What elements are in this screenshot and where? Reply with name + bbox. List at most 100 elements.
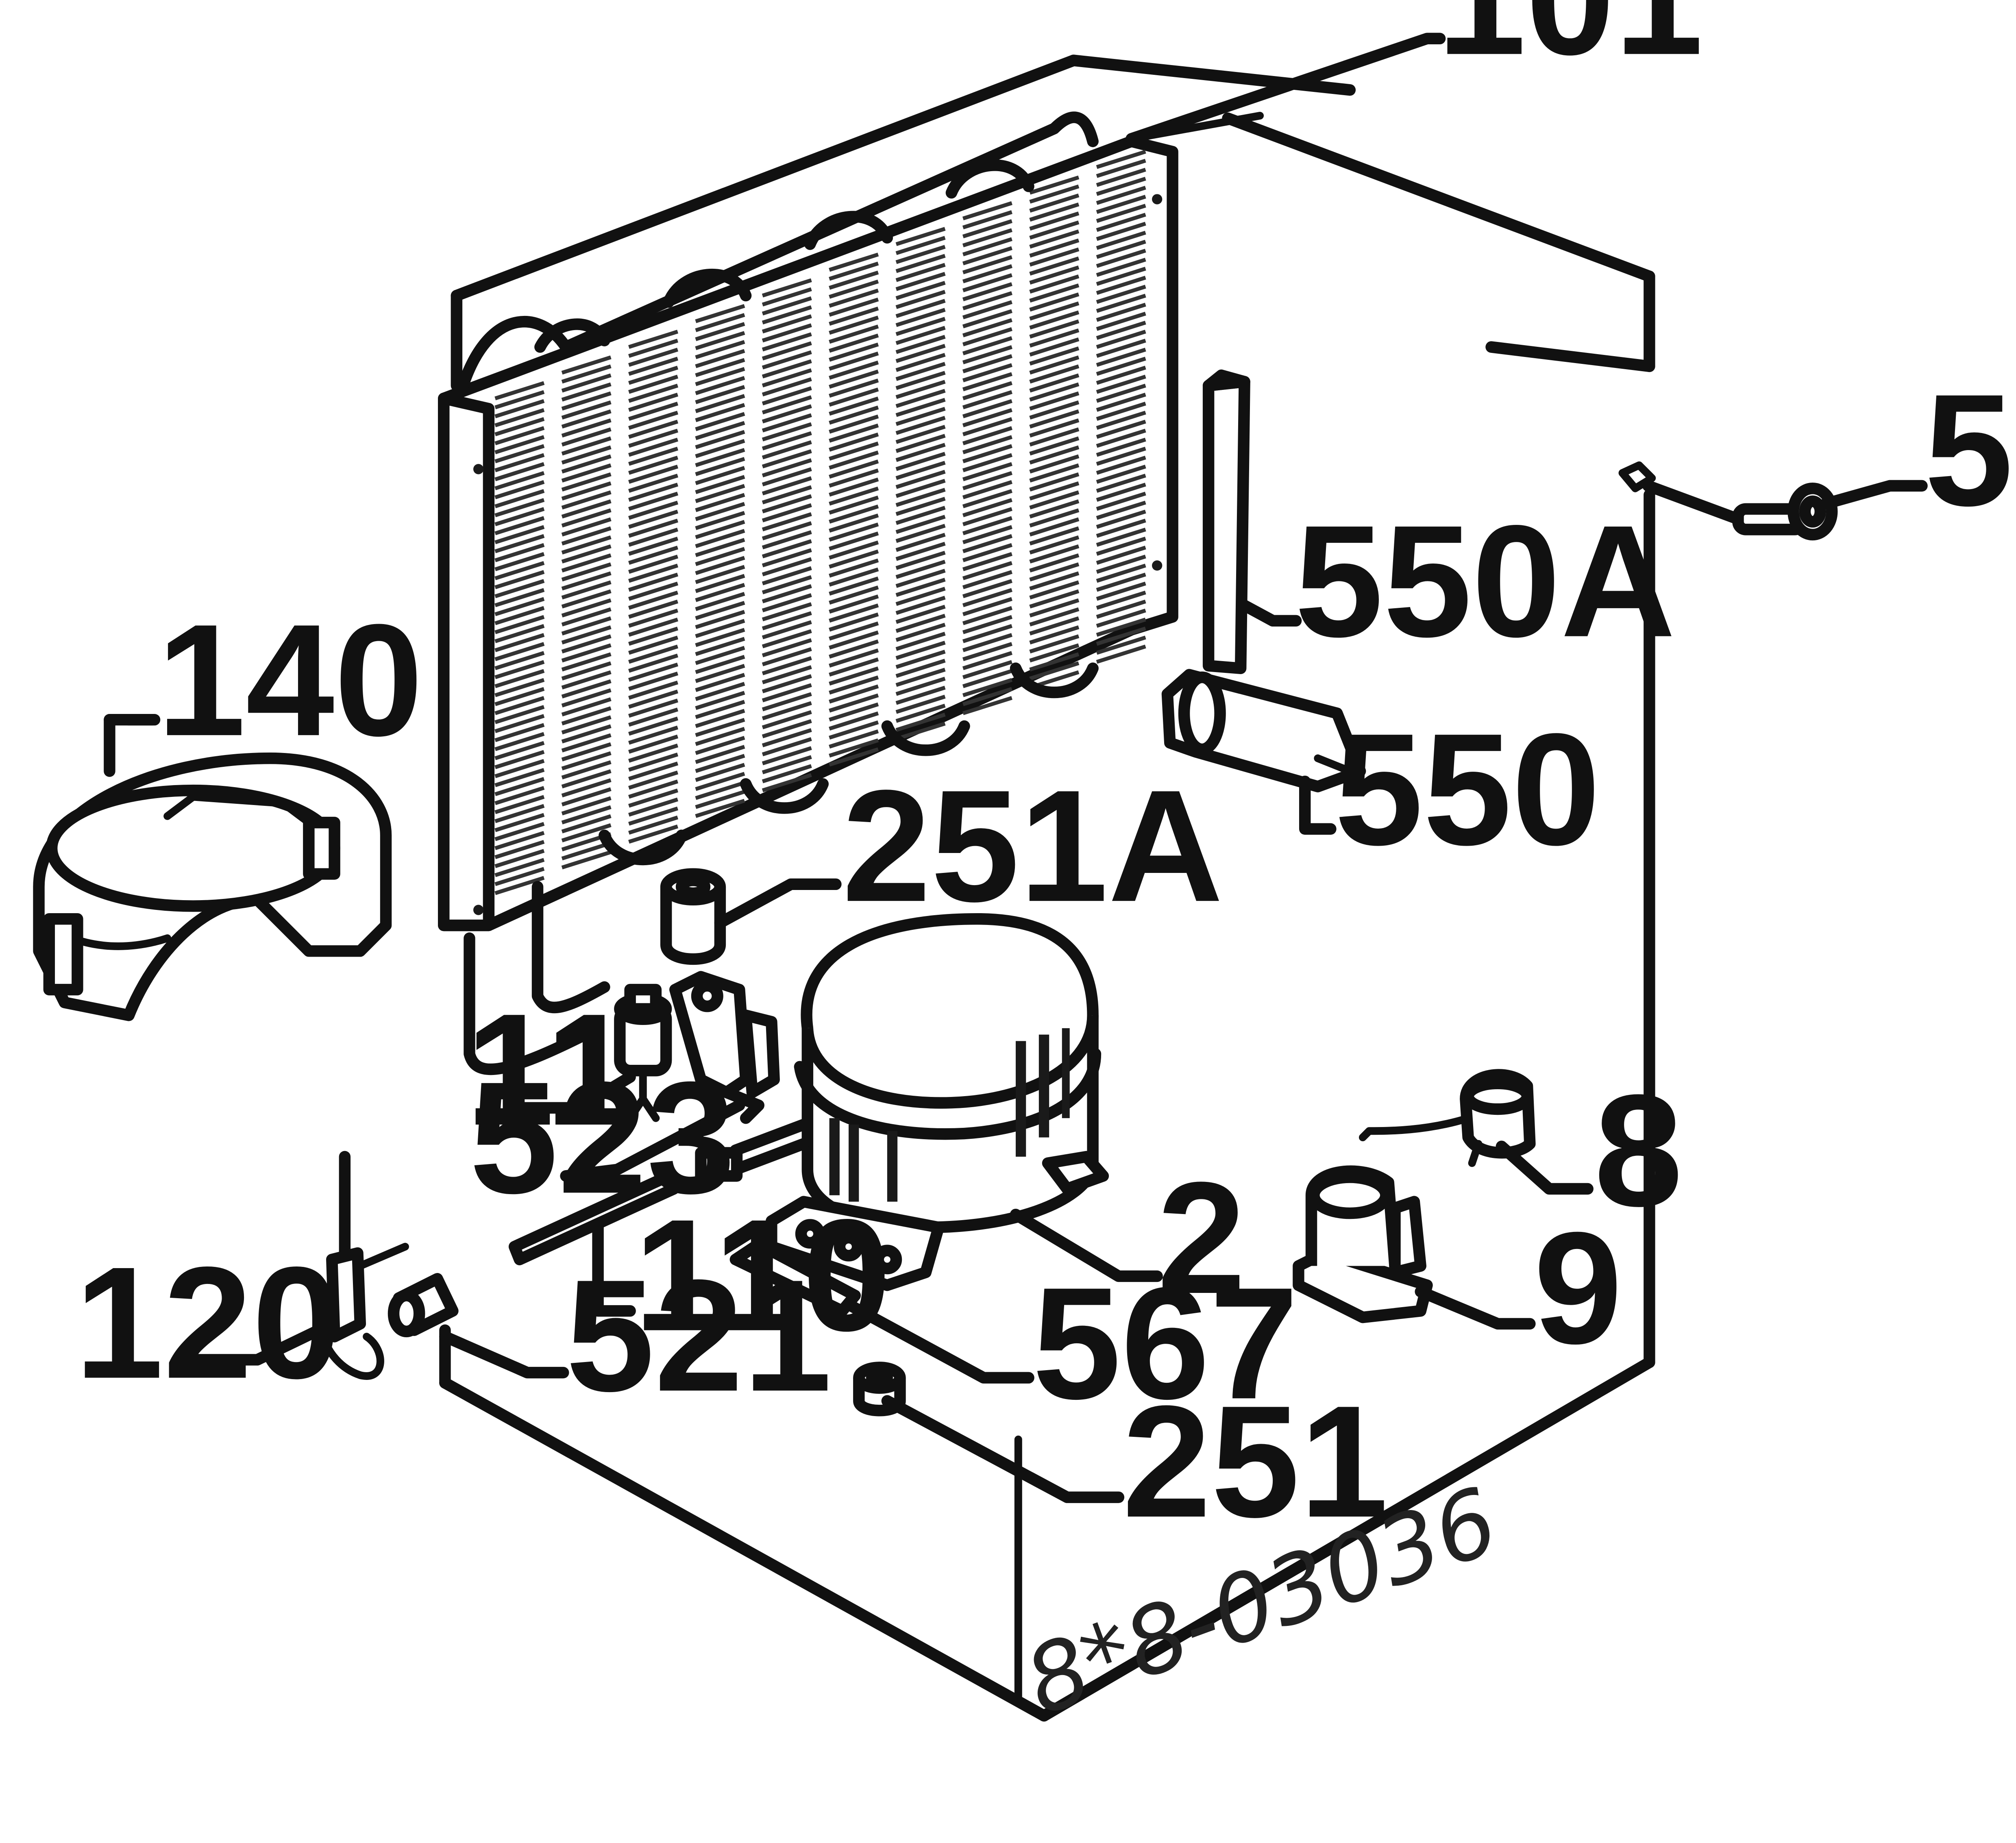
condenser-fin-line [628, 825, 679, 844]
condenser-fin-line [962, 453, 1012, 472]
condenser-fin-line [829, 432, 879, 452]
condenser-fin-line [962, 264, 1012, 283]
callout-550: 550 [1335, 701, 1600, 879]
condenser-fin-line [628, 455, 679, 475]
condenser-fin-line [561, 589, 612, 609]
condenser-fin-line [1029, 274, 1080, 294]
condenser-fin-line [762, 332, 812, 352]
condenser-fin-line [561, 364, 612, 384]
condenser-fin-line [762, 656, 812, 675]
condenser-fin-line [494, 858, 545, 877]
condenser-fin-line [1096, 644, 1146, 664]
condenser-fin-line [494, 723, 545, 742]
condenser-fin-line [829, 307, 879, 326]
condenser-fin-line [1029, 202, 1080, 222]
condenser-fin-line [628, 698, 679, 718]
condenser-fin-line [628, 734, 679, 754]
bracket-550A [1202, 369, 1250, 674]
condenser-fin-line [895, 677, 946, 696]
condenser-fin-line [962, 489, 1012, 508]
condenser-fin-line [628, 581, 679, 601]
condenser-fin-line [1096, 627, 1146, 646]
condenser-fin-line [561, 823, 612, 842]
condenser-fin-line [494, 453, 545, 472]
condenser-fin-line [494, 642, 545, 661]
condenser-fin-line [829, 612, 879, 632]
condenser-fin-line [762, 701, 812, 720]
condenser-fin-line [494, 615, 545, 634]
condenser-fin-line [829, 495, 879, 515]
condenser-fin-line [494, 444, 545, 463]
condenser-fin-line [962, 399, 1012, 418]
condenser-fin-line [1029, 184, 1080, 204]
condenser-fin-line [494, 489, 545, 508]
condenser-fin-line [895, 434, 946, 453]
condenser-fin-line [695, 466, 745, 485]
condenser-fin-line [561, 436, 612, 456]
condenser-fin-line [1029, 472, 1080, 492]
condenser-fin-line [1096, 527, 1146, 547]
condenser-fin-line [895, 352, 946, 372]
condenser-fin-line [561, 643, 612, 663]
condenser-fin-line [628, 348, 679, 367]
condenser-fin-line [695, 763, 745, 782]
condenser-fin-line [494, 525, 545, 544]
condenser-fin-line [561, 472, 612, 492]
condenser-fin-line [561, 463, 612, 483]
condenser-fin-line [1029, 490, 1080, 510]
condenser-fin-line [494, 759, 545, 778]
condenser-fin-line [628, 527, 679, 547]
condenser-fin-line [1096, 599, 1146, 619]
condenser-fin-line [1096, 518, 1146, 538]
condenser-fin-line [762, 620, 812, 640]
condenser-fin-line [1029, 634, 1080, 654]
condenser-fin-line [1096, 429, 1146, 448]
condenser-fin-line [1096, 330, 1146, 349]
condenser-fin-line [628, 627, 679, 646]
condenser-fin-line [895, 236, 946, 255]
condenser-fin-line [895, 416, 946, 435]
condenser-fin-line [1029, 499, 1080, 519]
condenser-fin-line [762, 323, 812, 343]
condenser-fin-line [695, 637, 745, 656]
condenser-fin-line [962, 579, 1012, 598]
condenser-fin-line [628, 753, 679, 772]
condenser-fin-line [895, 245, 946, 264]
relay-11 [614, 984, 672, 1122]
condenser-fin-line [628, 788, 679, 808]
condenser-fins [494, 150, 1146, 895]
condenser-fin-line [829, 298, 879, 317]
condenser-fin-line [829, 514, 879, 533]
condenser-fin-line [628, 411, 679, 430]
condenser-fin-line [695, 439, 745, 458]
condenser-fin-line [829, 316, 879, 335]
condenser-fin-line [695, 682, 745, 701]
condenser-fin-line [628, 608, 679, 628]
condenser-fin-line [695, 331, 745, 350]
condenser-fin-line [628, 815, 679, 835]
condenser-fin-line [1096, 474, 1146, 493]
condenser-fin-line [695, 493, 745, 512]
condenser-fin-line [895, 605, 946, 624]
condenser-fin-line [561, 598, 612, 618]
condenser-fin-line [1029, 382, 1080, 402]
condenser-fin-line [895, 524, 946, 543]
condenser-fin-line [1096, 446, 1146, 466]
condenser-fin-line [962, 570, 1012, 590]
condenser-fin-line [695, 385, 745, 404]
condenser-fin-line [762, 368, 812, 387]
condenser-fin-line [1029, 553, 1080, 573]
condenser-fin-line [561, 544, 612, 564]
condenser-fin-line [1096, 357, 1146, 376]
condenser-fin-line [895, 308, 946, 327]
condenser-fin-line [1096, 581, 1146, 601]
condenser-fin-line [895, 335, 946, 354]
condenser-fin-line [1096, 374, 1146, 394]
condenser-fin-line [628, 374, 679, 394]
condenser-fin-line [628, 743, 679, 763]
condenser-fin-line [695, 457, 745, 476]
condenser-fin-line [561, 805, 612, 825]
condenser-fin-line [962, 597, 1012, 616]
condenser-fin-line [895, 496, 946, 516]
condenser-fin-line [962, 624, 1012, 643]
